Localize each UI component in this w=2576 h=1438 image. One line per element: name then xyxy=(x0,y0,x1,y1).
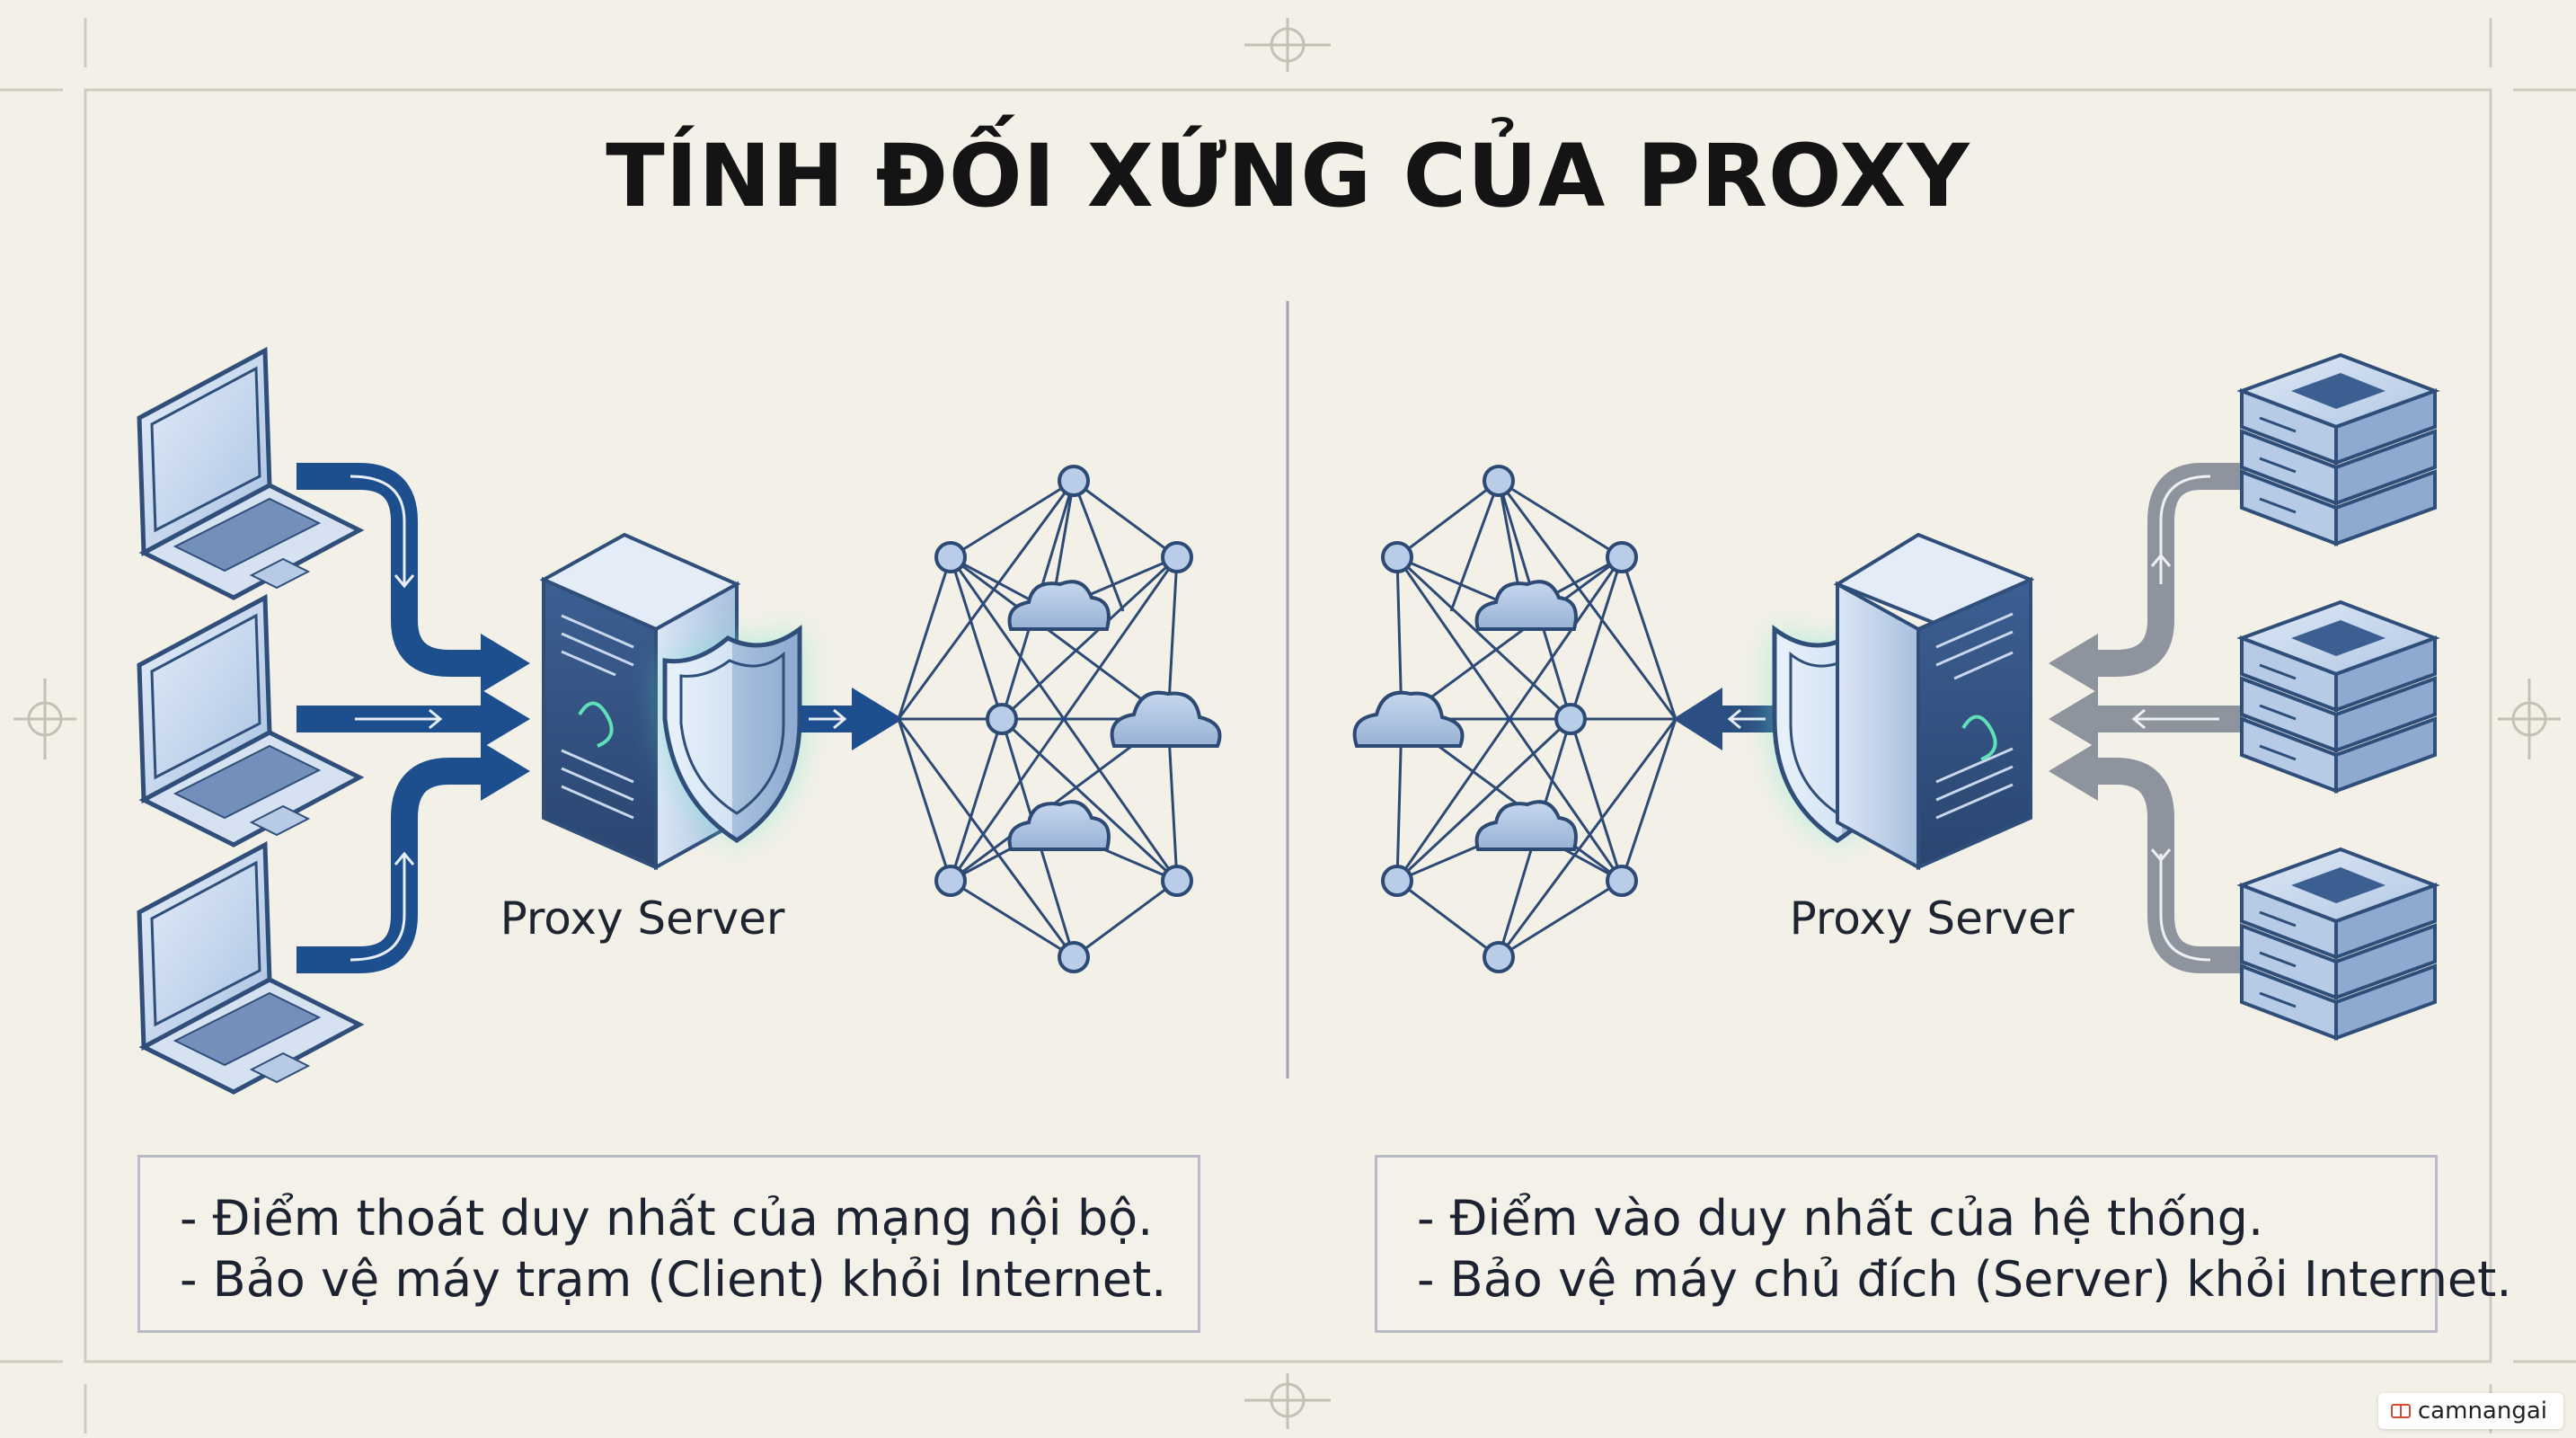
server-arrow-highlights xyxy=(2131,475,2219,962)
laptop-icon xyxy=(137,840,365,1095)
network-nodes-left xyxy=(934,465,1193,973)
laptop-icon xyxy=(137,593,365,848)
network-nodes-right xyxy=(1381,465,1638,973)
laptop-icon xyxy=(137,346,365,600)
right-description-line: - Bảo vệ máy chủ đích (Server) khỏi Inte… xyxy=(1417,1251,2512,1308)
watermark-text: camnangai xyxy=(2417,1398,2547,1425)
client-arrow-highlights xyxy=(350,475,443,962)
page-title: TÍNH ĐỐI XỨNG CỦA PROXY xyxy=(606,126,1970,226)
crosshair-icon xyxy=(2498,679,2561,759)
frame xyxy=(0,18,2576,1434)
crosshair-icon xyxy=(1244,18,1331,72)
internet-to-proxy-arrow xyxy=(1673,688,1775,750)
cloud-icon xyxy=(1007,580,1222,851)
left-description-line: - Bảo vệ máy trạm (Client) khỏi Internet… xyxy=(180,1251,1167,1308)
client-arrow-heads xyxy=(481,634,530,801)
server-arrow-heads xyxy=(2049,634,2098,801)
watermark-badge: camnangai xyxy=(2377,1393,2563,1429)
right-description-line: - Điểm vào duy nhất của hệ thống. xyxy=(1417,1190,2264,1247)
shield-icon xyxy=(662,625,802,843)
left-description-box: - Điểm thoát duy nhất của mạng nội bộ. -… xyxy=(137,1155,1200,1333)
left-description-line: - Điểm thoát duy nhất của mạng nội bộ. xyxy=(180,1190,1154,1247)
server-rack-icon xyxy=(2236,352,2440,546)
crosshair-icon xyxy=(1244,1373,1331,1429)
cloud-icon xyxy=(1352,580,1578,851)
server-rack-icon xyxy=(2236,847,2440,1041)
crosshair-icon xyxy=(13,679,76,759)
server-tower-icon xyxy=(1833,532,2035,871)
right-proxy-label: Proxy Server xyxy=(1789,892,2075,945)
proxy-to-internet-arrow xyxy=(800,688,903,750)
book-icon xyxy=(2390,1404,2411,1418)
left-proxy-label: Proxy Server xyxy=(500,892,785,945)
right-description-box: - Điểm vào duy nhất của hệ thống. - Bảo … xyxy=(1375,1155,2512,1333)
server-rack-icon xyxy=(2236,599,2440,794)
